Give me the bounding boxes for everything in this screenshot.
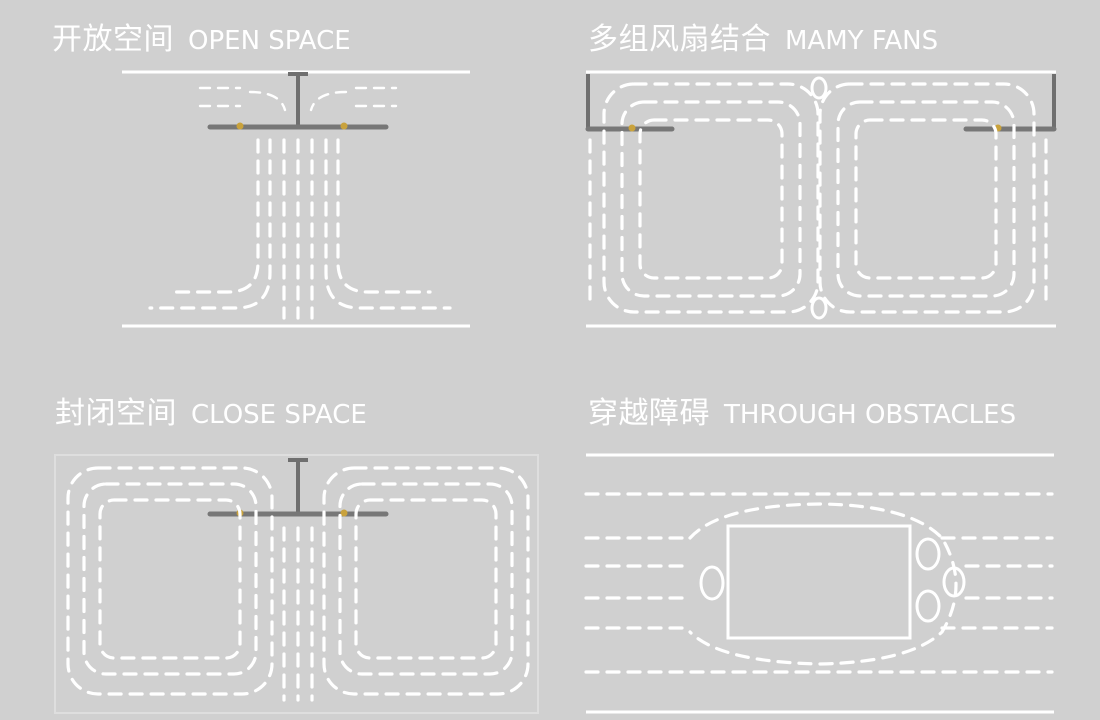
panel-title-through-obstacles: 穿越障碍 THROUGH OBSTACLES [588,388,1016,432]
fan-hub-right [340,122,348,130]
title-cn: 开放空间 [52,22,174,57]
obstacle-box [726,524,912,640]
flow-down-left [148,138,272,310]
flow-down-left [168,138,260,294]
fan-hub [628,124,636,132]
panel-title-many-fans: 多组风扇结合 MAMY FANS [588,14,938,58]
title-en: THROUGH OBSTACLES [724,400,1017,430]
title-en: MAMY FANS [785,26,939,56]
diagram-open-space [0,0,600,360]
flow-loop [66,466,274,696]
flow-loop [638,118,784,280]
obstacle-small [915,589,941,623]
title-cn: 封闭空间 [55,396,177,431]
flow-junction [810,296,828,320]
room-boundary [54,454,539,714]
close-space-svg [54,454,539,714]
diagram-many-fans [585,70,1057,328]
flow-loop [818,82,1036,314]
obstacle-small [942,566,966,598]
diagram-close-space [54,454,539,714]
flow-loop [836,100,1016,298]
flow-around-obstacle [688,502,958,666]
title-en: OPEN SPACE [188,26,351,56]
flow-loop [854,118,998,280]
flow-loop [82,482,258,676]
title-cn: 多组风扇结合 [588,22,771,57]
obstacle-small [915,537,941,571]
panel-title-close-space: 封闭空间 CLOSE SPACE [55,388,367,432]
fan-hub-left [236,122,244,130]
flow-loop [602,82,820,314]
flow-loop [338,482,514,676]
panel-title-open-space: 开放空间 OPEN SPACE [52,14,351,58]
flow-junction [810,76,828,100]
flow-loop [354,498,498,660]
fan-hub-right [340,509,348,517]
flow-loop [98,498,242,660]
title-en: CLOSE SPACE [191,400,367,430]
many-fans-svg [585,70,1057,328]
flow-down-right [336,138,432,294]
title-cn: 穿越障碍 [588,396,710,431]
flow-loop [322,466,530,696]
obstacle-small [699,565,725,601]
open-space-svg [122,70,470,328]
flow-loop [620,100,802,298]
flow-top [309,90,348,112]
flow-top [248,90,287,112]
flow-down-right [324,138,452,310]
